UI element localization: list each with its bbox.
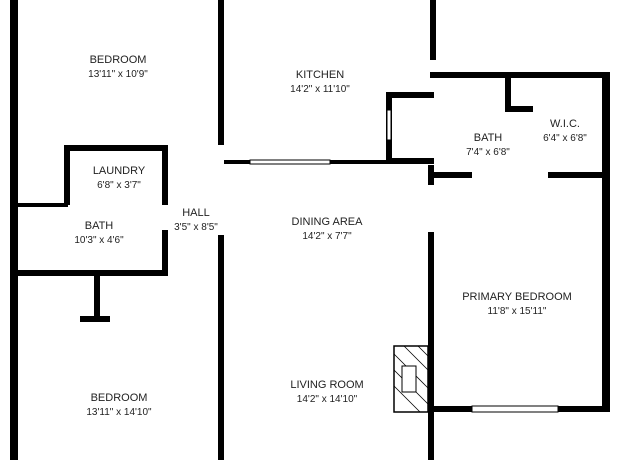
room-size: 7'4" x 6'8" <box>466 147 510 158</box>
room-size: 6'8" x 3'7" <box>97 180 141 191</box>
room-dining-area: DINING AREA 14'2" x 7'7" <box>292 216 364 242</box>
room-size: 14'2" x 14'10" <box>297 394 358 405</box>
wall-kitchen-pen-top <box>386 92 434 98</box>
room-name: BATH <box>85 220 114 232</box>
room-name: PRIMARY BEDROOM <box>462 291 572 303</box>
wall-primary-top <box>430 72 610 78</box>
room-name: BATH <box>474 132 503 144</box>
room-name: LIVING ROOM <box>290 379 363 391</box>
wall-left <box>10 0 18 460</box>
fireplace <box>393 345 429 413</box>
wall-closet-bottom <box>80 316 110 322</box>
wall-kitchen-pen-bottom <box>386 158 434 164</box>
room-bedroom-2: BEDROOM 13'11" x 14'10" <box>86 392 152 418</box>
room-name: DINING AREA <box>292 216 364 228</box>
room-name: BEDROOM <box>91 392 148 404</box>
wall-bath2-bottom <box>18 270 168 276</box>
primary-window <box>471 405 559 413</box>
room-living-room: LIVING ROOM 14'2" x 14'10" <box>290 379 363 405</box>
room-size: 14'2" x 11'10" <box>290 84 350 95</box>
fireplace-hearth <box>401 365 417 393</box>
room-primary-bedroom: PRIMARY BEDROOM 11'8" x 15'11" <box>462 291 572 317</box>
wall-bath-bottom-left <box>430 172 472 178</box>
wall-closet-divider <box>94 270 100 320</box>
wall-right <box>602 72 610 412</box>
sliding-door <box>249 159 331 165</box>
wall-wic-left <box>505 72 511 112</box>
wall-wic-step <box>511 106 533 112</box>
wall-laundry-top <box>64 145 168 151</box>
wall-laundry-right <box>162 145 168 205</box>
room-size: 3'5" x 8'5" <box>174 222 218 233</box>
room-name: BEDROOM <box>90 54 147 66</box>
room-bedroom-1: BEDROOM 13'11" x 10'9" <box>88 54 148 80</box>
room-hall: HALL 3'5" x 8'5" <box>174 207 218 233</box>
room-wic: W.I.C. 6'4" x 6'8" <box>543 118 587 144</box>
room-size: 14'2" x 7'7" <box>302 231 352 242</box>
room-size: 6'4" x 6'8" <box>543 133 587 144</box>
wall-mid-right-lower <box>428 232 434 460</box>
wall-bath-bottom-right <box>548 172 606 178</box>
room-laundry: LAUNDRY 6'8" x 3'7" <box>93 165 146 191</box>
room-bath-2: BATH 10'3" x 4'6" <box>74 220 124 246</box>
wall-mid-left <box>218 0 224 145</box>
kitchen-window <box>386 109 392 141</box>
room-kitchen: KITCHEN 14'2" x 11'10" <box>290 69 350 95</box>
room-name: W.I.C. <box>550 118 580 130</box>
wall-mid-left-lower <box>218 235 224 460</box>
room-name: KITCHEN <box>296 69 344 81</box>
room-size: 11'8" x 15'11" <box>488 306 547 317</box>
wall-bath2-right <box>162 230 168 276</box>
wall-laundry-left <box>64 145 70 205</box>
wall-bath2-top <box>18 203 68 207</box>
room-bath-primary: BATH 7'4" x 6'8" <box>466 132 510 158</box>
room-name: LAUNDRY <box>93 165 146 177</box>
room-name: HALL <box>182 207 210 219</box>
room-size: 10'3" x 4'6" <box>74 235 124 246</box>
room-size: 13'11" x 10'9" <box>88 69 148 80</box>
room-size: 13'11" x 14'10" <box>86 407 152 418</box>
wall-mid-right-top <box>430 0 436 60</box>
